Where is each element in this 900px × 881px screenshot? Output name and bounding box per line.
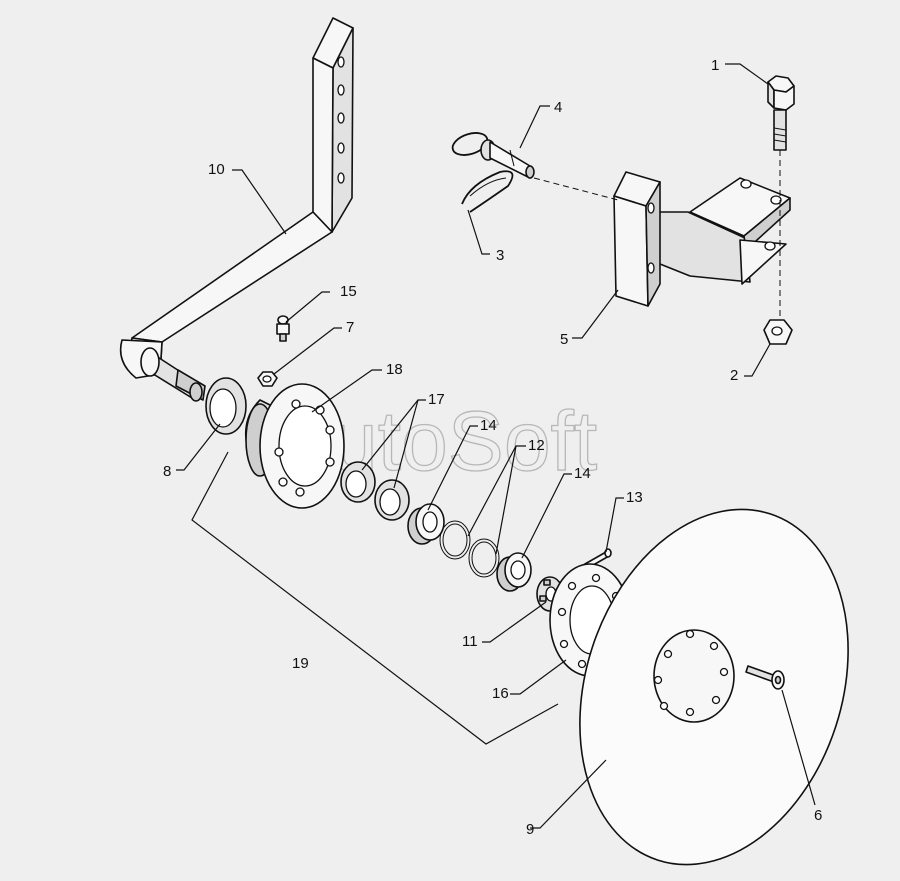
alignment-line-pin <box>533 177 619 201</box>
part-seal-ring <box>205 377 247 435</box>
part-disc-bolt <box>745 665 785 690</box>
callout-15: 15 <box>340 283 357 300</box>
part-spring-clip <box>461 170 514 213</box>
part-bearing-14b <box>496 552 532 592</box>
part-nut-small <box>257 371 278 387</box>
callout-2: 2 <box>730 367 738 384</box>
callout-6: 6 <box>814 807 822 824</box>
callout-4: 4 <box>554 99 562 116</box>
callout-11: 11 <box>462 633 478 650</box>
callout-12: 12 <box>528 437 545 454</box>
part-bolt-top <box>767 75 795 151</box>
callout-14a: 14 <box>480 417 497 434</box>
part-hub <box>244 383 345 509</box>
part-clamp-bracket <box>613 171 791 307</box>
leader-lines <box>176 63 816 829</box>
part-seal-17a <box>340 461 376 503</box>
callout-16: 16 <box>492 685 509 702</box>
callout-3: 3 <box>496 247 504 264</box>
callout-7: 7 <box>346 319 354 336</box>
callout-8: 8 <box>163 463 171 480</box>
part-bearing-14a <box>407 503 445 545</box>
part-snap-ring-a <box>439 520 471 560</box>
part-nut-bottom <box>763 319 793 345</box>
part-snap-ring-b <box>468 538 500 578</box>
part-disc <box>579 508 849 866</box>
part-grease-nipple <box>276 315 290 342</box>
callout-1: 1 <box>711 57 719 74</box>
part-arm-bracket <box>119 17 354 402</box>
callout-19: 19 <box>292 655 309 672</box>
callout-5: 5 <box>560 331 568 348</box>
callout-10: 10 <box>208 161 225 178</box>
callout-13: 13 <box>626 489 643 506</box>
part-lock-pin <box>451 132 535 179</box>
part-seal-17b <box>374 479 410 521</box>
callout-18: 18 <box>386 361 403 378</box>
callout-labels: 1 2 3 4 5 6 7 8 9 10 11 12 13 14 14 15 1… <box>163 57 822 838</box>
callout-17: 17 <box>428 391 445 408</box>
callout-9: 9 <box>526 821 534 838</box>
callout-14b: 14 <box>574 465 591 482</box>
